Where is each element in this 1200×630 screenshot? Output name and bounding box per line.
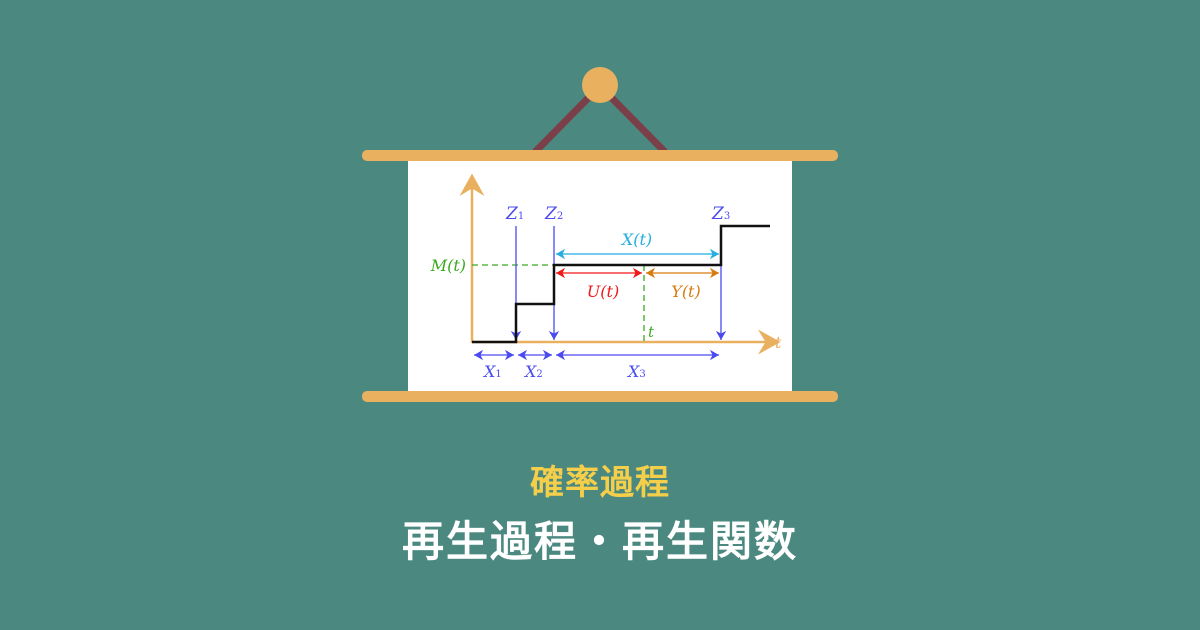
bottom-rod [362,391,838,402]
category-label: 確率過程 [530,463,670,503]
hanger-pin [582,67,618,103]
renewal-diagram: Z1 Z2 Z3 X(t) U(t) Y(t) M(t) t t X1 X2 X… [430,173,782,381]
x2-label: X2 [523,362,543,381]
m-t-label: M(t) [430,256,466,275]
z2-label: Z2 [544,204,563,224]
top-rod [362,150,838,161]
u-t-label: U(t) [587,282,619,301]
hanger [532,67,668,155]
y-t-label: Y(t) [671,282,700,301]
x-t-label: X(t) [620,230,652,249]
counting-process-step-line [472,224,770,344]
x3-label: X3 [626,362,646,381]
x1-label: X1 [482,362,502,381]
page-title: 再生過程・再生関数 [401,517,798,566]
z1-label: Z1 [505,204,524,224]
z3-label: Z3 [711,204,730,224]
t-axis-label: t [775,333,782,352]
t-mark-label: t [648,323,655,341]
scroll-paper [408,158,792,394]
